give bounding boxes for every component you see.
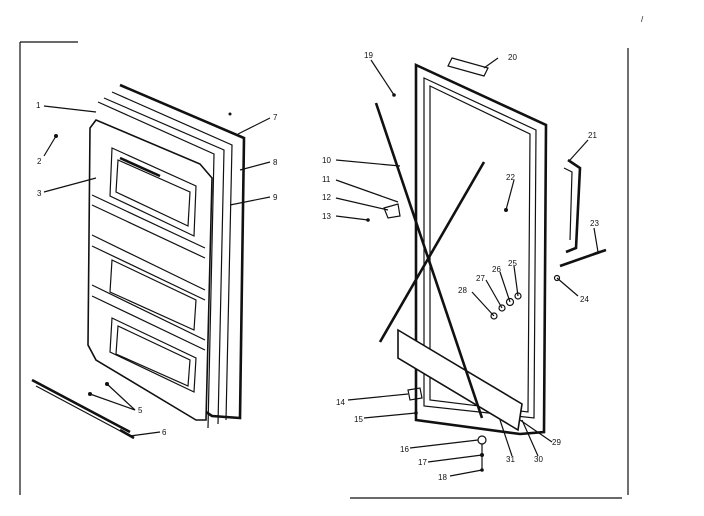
callout-9: 9 <box>273 193 278 202</box>
callout-26: 26 <box>492 265 501 274</box>
callout-23: 23 <box>590 219 599 228</box>
callout-25: 25 <box>508 259 517 268</box>
callout-30: 30 <box>534 455 543 464</box>
callout-12: 12 <box>322 193 331 202</box>
callout-18: 18 <box>438 473 447 482</box>
callout-14: 14 <box>336 398 345 407</box>
callout-29: 29 <box>552 438 561 447</box>
right-leader-lines <box>335 57 599 477</box>
callout-1: 1 <box>36 101 41 110</box>
callout-20: 20 <box>508 53 517 62</box>
callout-24: 24 <box>580 295 589 304</box>
callout-16: 16 <box>400 445 409 454</box>
callout-3: 3 <box>37 189 42 198</box>
callout-22: 22 <box>506 173 515 182</box>
callout-21: 21 <box>588 131 597 140</box>
callout-labels: 1 2 3 7 8 9 5 6 19 20 10 11 12 13 21 22 … <box>36 51 599 482</box>
callout-31: 31 <box>506 455 515 464</box>
callout-8: 8 <box>273 158 278 167</box>
callout-19: 19 <box>364 51 373 60</box>
callout-15: 15 <box>354 415 363 424</box>
callout-6: 6 <box>162 428 167 437</box>
callout-11: 11 <box>322 175 331 184</box>
callout-10: 10 <box>322 156 331 165</box>
outer-door-assembly <box>366 57 607 472</box>
callout-17: 17 <box>418 458 427 467</box>
callout-13: 13 <box>322 212 331 221</box>
door-inner-panel-assembly <box>31 83 246 440</box>
callout-28: 28 <box>458 286 467 295</box>
left-leader-lines <box>43 105 271 437</box>
callout-2: 2 <box>37 157 42 166</box>
page-frame: / <box>19 15 644 499</box>
corner-mark: / <box>641 15 644 24</box>
callout-7: 7 <box>273 113 278 122</box>
callout-5: 5 <box>138 406 143 415</box>
callout-27: 27 <box>476 274 485 283</box>
